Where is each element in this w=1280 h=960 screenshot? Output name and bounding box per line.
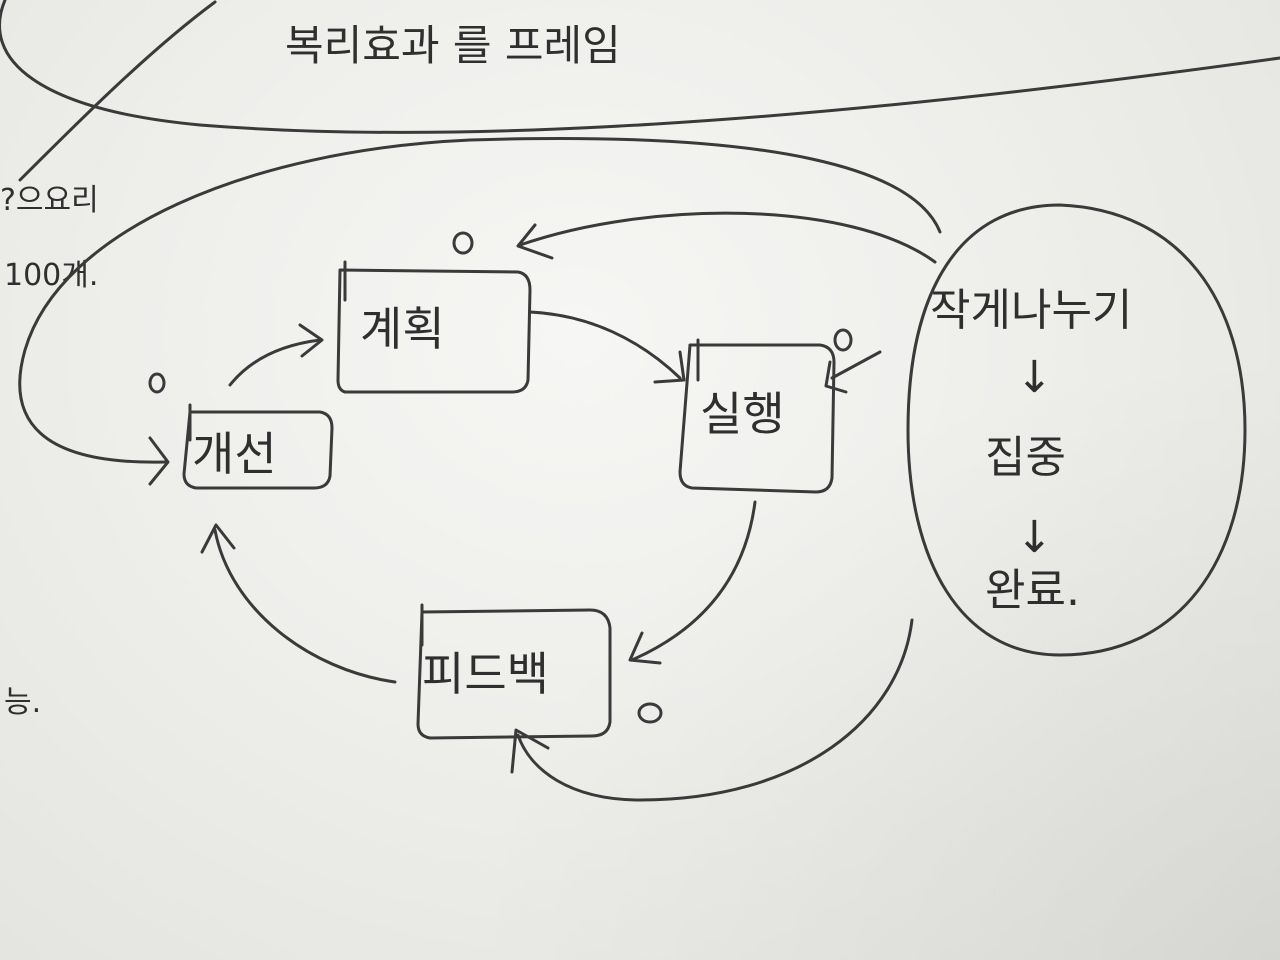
process-step-3: 완료. — [985, 565, 1080, 616]
side-note-top: ?으요리 — [0, 183, 99, 218]
diagonal-pointer-line — [18, 0, 217, 182]
arrow-execute-to-feedback — [630, 500, 757, 662]
arrowhead-plan-to-execute — [653, 350, 686, 384]
arrow-improve-to-plan — [228, 338, 322, 387]
process-arrow-1: ↓ — [1016, 352, 1053, 403]
feedback-node-label: 피드백 — [422, 647, 549, 701]
arrowhead-process-to-feedback — [510, 728, 550, 774]
title-text: 복리효과 를 프레임 — [285, 21, 621, 70]
execute-node-label: 실행 — [700, 387, 785, 441]
big-loop-arrowhead — [148, 436, 170, 486]
plan-node-box — [336, 268, 532, 394]
execute-mark-circle — [833, 328, 853, 352]
arrowhead-process-to-plan — [516, 223, 554, 260]
arrow-feedback-to-improve — [213, 528, 397, 684]
top-ellipse-outline — [0, 0, 1280, 134]
side-note-lower: 능. — [4, 685, 41, 720]
feedback-node-box — [416, 608, 612, 740]
arrowhead-feedback-to-improve — [200, 523, 236, 554]
process-circle — [906, 203, 1247, 657]
arrowhead-execute-to-feedback — [628, 631, 662, 665]
feedback-mark-circle — [637, 702, 663, 724]
arrowhead-process-to-execute — [824, 360, 848, 394]
plan-node-label: 계획 — [360, 302, 445, 356]
improve-node-label: 개선 — [192, 427, 277, 481]
arrow-plan-to-execute — [528, 310, 682, 380]
arrow-process-to-execute — [830, 350, 882, 380]
big-loop-arrow — [18, 137, 942, 464]
improve-mark-circle — [148, 372, 166, 394]
process-step-2: 집중 — [985, 432, 1066, 483]
execute-node-box — [678, 343, 836, 494]
process-arrow-2: ↓ — [1016, 512, 1053, 563]
arrow-process-to-plan — [518, 211, 937, 264]
arrowhead-improve-to-plan — [298, 323, 324, 358]
improve-node-box — [182, 410, 334, 490]
arrow-process-to-feedback — [516, 618, 914, 802]
plan-mark-circle — [452, 231, 474, 255]
process-step-1: 작게나누기 — [930, 285, 1132, 336]
